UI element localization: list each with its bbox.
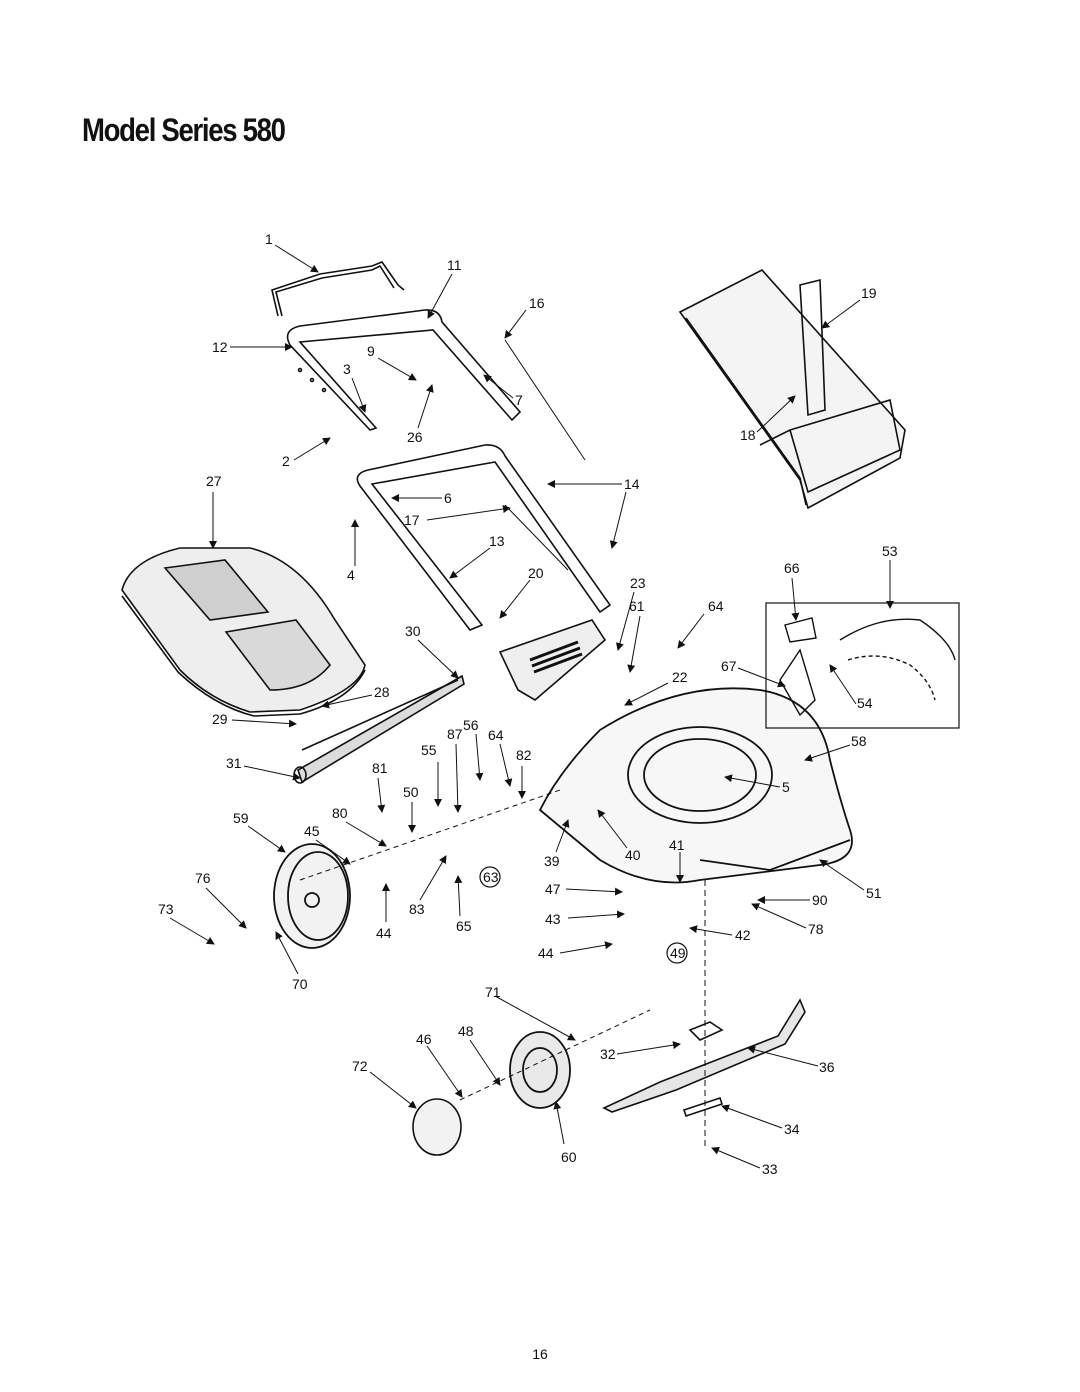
callout-label: 73 xyxy=(158,901,174,917)
callout-label: 50 xyxy=(403,784,419,800)
mulch-cover xyxy=(121,547,366,717)
callout-label: 48 xyxy=(458,1023,474,1039)
callout-label: 87 xyxy=(447,726,463,742)
grass-bag xyxy=(678,269,906,510)
callout-label: 55 xyxy=(421,742,437,758)
cable xyxy=(504,339,586,571)
callout-label: 1 xyxy=(265,231,273,247)
callout-label: 39 xyxy=(544,853,560,869)
callout-label: 4 xyxy=(347,567,355,583)
blade xyxy=(602,998,806,1118)
callout-label: 43 xyxy=(545,911,561,927)
callout-label: 58 xyxy=(851,733,867,749)
callout-label: 19 xyxy=(861,285,877,301)
control-bar xyxy=(271,261,405,317)
callout-label: 90 xyxy=(812,892,828,908)
callout-label: 31 xyxy=(226,755,242,771)
inset-parts xyxy=(779,617,956,717)
axle-line xyxy=(299,789,561,881)
callout-label: 82 xyxy=(516,747,532,763)
callout-label: 81 xyxy=(372,760,388,776)
callout-label: 64 xyxy=(488,727,504,743)
callout-label: 30 xyxy=(405,623,421,639)
callout-label: 45 xyxy=(304,823,320,839)
callout-label: 27 xyxy=(206,473,222,489)
callout-label: 9 xyxy=(367,343,375,359)
callout-label: 70 xyxy=(292,976,308,992)
callout-label: 26 xyxy=(407,429,423,445)
callout-label: 78 xyxy=(808,921,824,937)
callout-label: 65 xyxy=(456,918,472,934)
callout-label: 71 xyxy=(485,984,501,1000)
rear-wheel xyxy=(273,843,351,949)
callout-label: 14 xyxy=(624,476,640,492)
callout-label: 18 xyxy=(740,427,756,443)
callout-label: 23 xyxy=(630,575,646,591)
callout-label: 32 xyxy=(600,1046,616,1062)
mower-deck xyxy=(538,687,853,884)
callout-label: 13 xyxy=(489,533,505,549)
callout-label: 47 xyxy=(545,881,561,897)
callout-label: 64 xyxy=(708,598,724,614)
callout-label: 2 xyxy=(282,453,290,469)
callout-label: 60 xyxy=(561,1149,577,1165)
callout-label: 36 xyxy=(819,1059,835,1075)
front-wheel xyxy=(509,1031,571,1109)
circled-callout xyxy=(666,942,688,964)
callout-label: 33 xyxy=(762,1161,778,1177)
callout-label: 6 xyxy=(444,490,452,506)
callout-label: 51 xyxy=(866,885,882,901)
callout-label: 56 xyxy=(463,717,479,733)
callout-label: 40 xyxy=(625,847,641,863)
callout-label: 16 xyxy=(529,295,545,311)
callout-label: 29 xyxy=(212,711,228,727)
callout-label: 34 xyxy=(784,1121,800,1137)
callout-label: 46 xyxy=(416,1031,432,1047)
callout-label: 83 xyxy=(409,901,425,917)
detail-inset xyxy=(765,602,960,729)
callout-label: 59 xyxy=(233,810,249,826)
callout-label: 20 xyxy=(528,565,544,581)
callout-label: 44 xyxy=(538,945,554,961)
callout-label: 44 xyxy=(376,925,392,941)
callout-label: 54 xyxy=(857,695,873,711)
callout-label: 11 xyxy=(447,257,462,273)
callout-label: 76 xyxy=(195,870,211,886)
callout-label: 3 xyxy=(343,361,351,377)
upper-handle xyxy=(286,309,522,431)
callout-label: 53 xyxy=(882,543,898,559)
callout-label: 28 xyxy=(374,684,390,700)
callout-label: 49 xyxy=(670,945,686,961)
axle-line-front xyxy=(459,1009,651,1101)
lower-handle xyxy=(356,444,612,631)
callout-label: 66 xyxy=(784,560,800,576)
callout-label: 80 xyxy=(332,805,348,821)
circled-callout xyxy=(479,866,501,888)
callout-label: 41 xyxy=(669,837,685,853)
callout-label: 7 xyxy=(515,392,523,408)
page-title: Model Series 580 xyxy=(82,112,286,148)
callout-label: 5 xyxy=(782,779,790,795)
callout-label: 17 xyxy=(404,512,420,528)
callout-label: 42 xyxy=(735,927,751,943)
chute-deflector xyxy=(498,619,607,701)
callout-label: 67 xyxy=(721,658,737,674)
callout-label: 12 xyxy=(212,339,228,355)
hubcap xyxy=(412,1098,462,1156)
callout-label: 22 xyxy=(672,669,688,685)
callout-label: 63 xyxy=(483,869,499,885)
page-number: 16 xyxy=(532,1346,548,1362)
callout-label: 61 xyxy=(629,598,645,614)
callout-label: 72 xyxy=(352,1058,368,1074)
callout-labels: 1 2 3 4 5 6 7 9 11 12 13 14 16 17 18 19 … xyxy=(158,231,898,1177)
